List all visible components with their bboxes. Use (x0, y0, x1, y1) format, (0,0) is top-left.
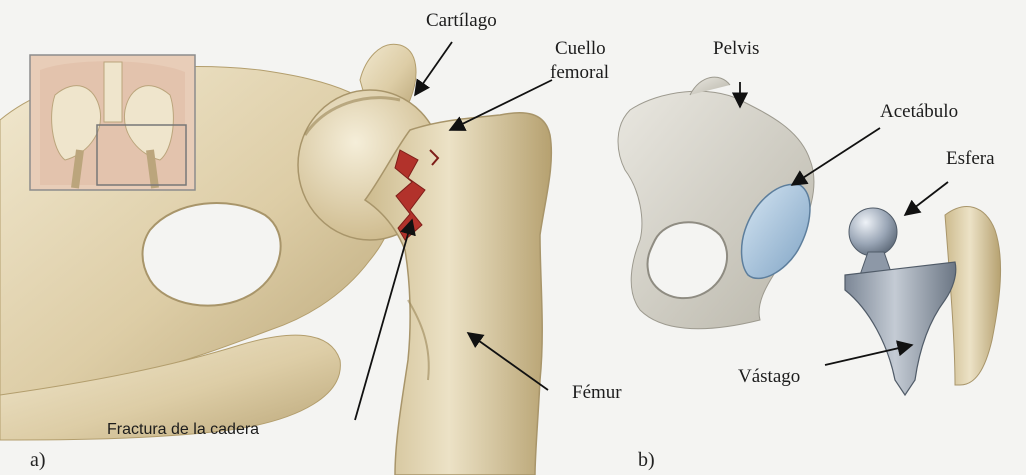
panel-a-tag: a) (30, 449, 46, 472)
label-sphere: Esfera (946, 148, 995, 170)
femur-bone-b (945, 207, 1001, 385)
label-pelvis: Pelvis (713, 38, 759, 60)
label-cartilage: Cartílago (426, 10, 497, 32)
femur-bone (365, 113, 551, 475)
panel-a-illustration (0, 44, 551, 475)
arrow-cartilage (415, 42, 452, 95)
label-neck-line1: Cuello (555, 38, 606, 60)
inset-body-thumbnail (30, 55, 195, 190)
implant-stem (845, 262, 956, 395)
panel-b-tag: b) (638, 449, 655, 472)
label-neck-line2: femoral (550, 62, 609, 84)
label-stem: Vástago (738, 366, 800, 388)
implant-sphere (849, 208, 897, 256)
label-acetabulum: Acetábulo (880, 101, 958, 123)
panel-b-illustration (618, 77, 1001, 395)
label-fracture: Fractura de la cadera (107, 421, 259, 439)
arrow-sphere (905, 182, 948, 215)
label-femur: Fémur (572, 382, 622, 404)
